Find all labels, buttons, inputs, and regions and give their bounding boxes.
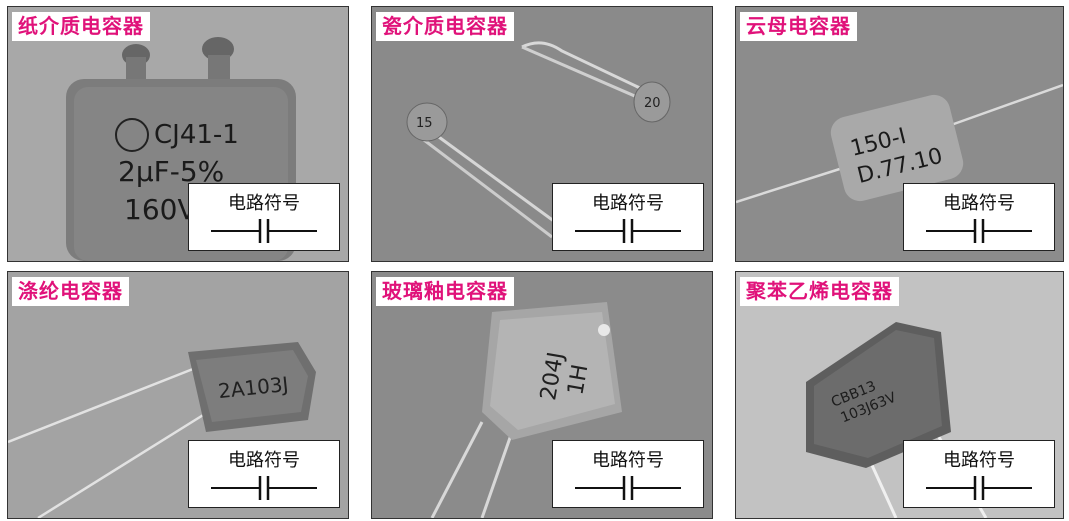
capacitor-symbol-icon <box>575 476 681 500</box>
capacitor-symbol-icon <box>575 219 681 243</box>
panel-title: 纸介质电容器 <box>12 12 150 41</box>
circuit-symbol-box: 电路符号 <box>188 440 340 508</box>
capacitor-symbol-icon <box>926 476 1032 500</box>
symbol-label: 电路符号 <box>228 450 300 471</box>
panel-title: 聚苯乙烯电容器 <box>740 277 899 306</box>
circuit-symbol-box: 电路符号 <box>552 183 704 251</box>
capacitor-symbol-icon <box>926 219 1032 243</box>
capacitor-symbol-icon <box>211 219 317 243</box>
marking-voltage: 1H <box>563 362 593 396</box>
panel-polystyrene-capacitor: CBB13 103J63V 聚苯乙烯电容器 电路符号 <box>735 271 1064 519</box>
panel-mica-capacitor: 150-I D.77.10 云母电容器 电路符号 <box>735 6 1064 262</box>
panel-glass-glaze-capacitor: 204J 1H 玻璃釉电容器 电路符号 <box>371 271 713 519</box>
capacitor-symbol-icon <box>211 476 317 500</box>
symbol-label: 电路符号 <box>228 193 300 214</box>
panel-paper-capacitor: CJ41-1 2μF-5% 160V 纸介质电容器 电路符号 <box>7 6 349 262</box>
panel-ceramic-capacitor: 15 20 瓷介质电容器 电路符号 <box>371 6 713 262</box>
symbol-label: 电路符号 <box>943 450 1015 471</box>
symbol-label: 电路符号 <box>943 193 1015 214</box>
symbol-label: 电路符号 <box>592 193 664 214</box>
panel-title: 玻璃釉电容器 <box>376 277 514 306</box>
panel-title: 瓷介质电容器 <box>376 12 514 41</box>
circuit-symbol-box: 电路符号 <box>903 440 1055 508</box>
polyester-capacitor-photo: 2A103J <box>8 272 348 518</box>
marking-left: 15 <box>416 116 433 131</box>
panel-polyester-capacitor: 2A103J 涤纶电容器 电路符号 <box>7 271 349 519</box>
circuit-symbol-box: 电路符号 <box>903 183 1055 251</box>
symbol-label: 电路符号 <box>592 450 664 471</box>
panel-title: 涤纶电容器 <box>12 277 129 306</box>
circuit-symbol-box: 电路符号 <box>552 440 704 508</box>
marking-capacitance: 2μF-5% <box>118 155 224 188</box>
marking-model: CJ41-1 <box>154 120 239 150</box>
marking-voltage: 160V <box>124 193 197 226</box>
marking-right: 20 <box>644 96 661 111</box>
circuit-symbol-box: 电路符号 <box>188 183 340 251</box>
panel-title: 云母电容器 <box>740 12 857 41</box>
